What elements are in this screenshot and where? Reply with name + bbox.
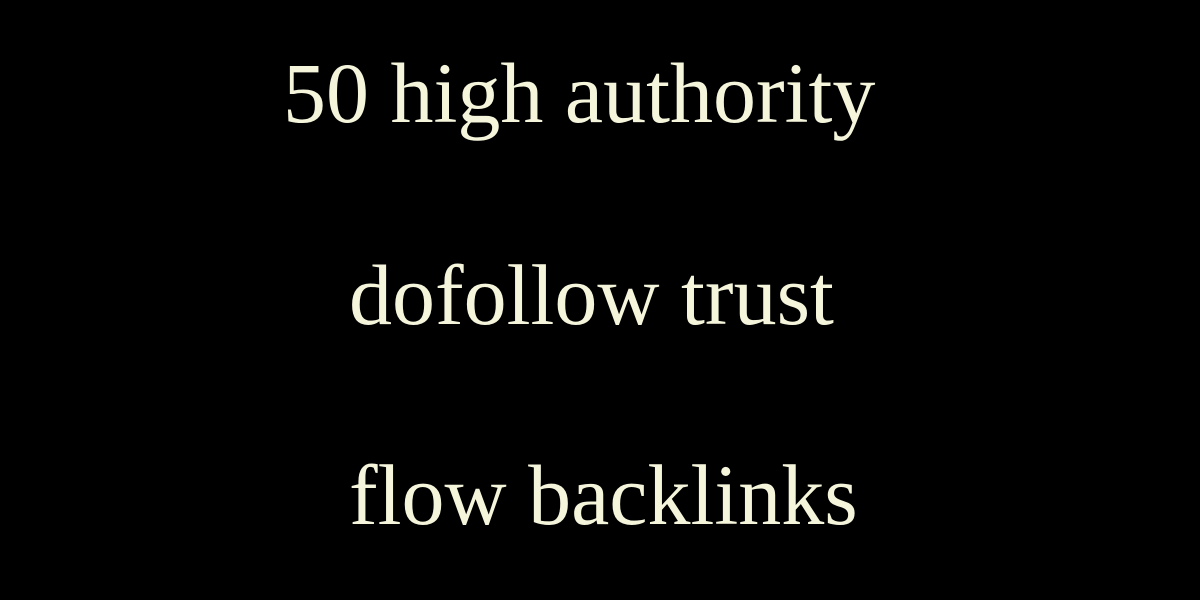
headline-line-2: dofollow trust xyxy=(349,247,834,343)
headline-line-1: 50 high authority xyxy=(283,45,876,141)
headline-line-3: flow backlinks xyxy=(349,447,858,543)
